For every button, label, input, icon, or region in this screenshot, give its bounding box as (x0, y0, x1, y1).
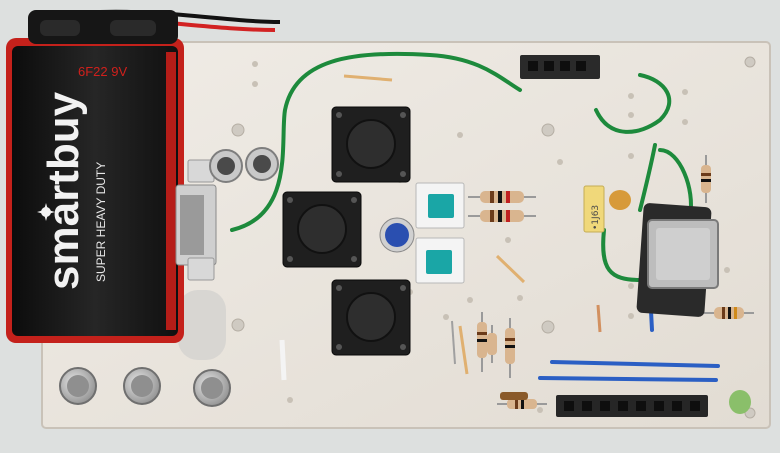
battery-tagline-label: SUPER HEAVY DUTY (94, 162, 108, 282)
crystal-marking: •1J63 (591, 205, 601, 230)
bottom-pin-header (556, 395, 708, 417)
ceramic-capacitor (609, 190, 631, 210)
green-capacitor (729, 390, 751, 414)
tactile-button-top (331, 106, 411, 183)
green-wires (230, 51, 693, 282)
top-pin-header (520, 55, 600, 79)
battery-star-icon (37, 203, 55, 221)
battery-9v: 6F22 9V smartbuy SUPER HEAVY DUTY (6, 10, 184, 343)
metal-standoffs (59, 367, 231, 407)
resistors (468, 155, 754, 409)
film-capacitor: •1J63 (583, 185, 605, 233)
electrolytic-capacitors (209, 147, 279, 183)
small-blue-button (379, 217, 415, 253)
small-components (279, 74, 602, 400)
switch-upper (415, 182, 465, 229)
switch-lower (415, 237, 465, 284)
tactile-button-bottom (331, 279, 411, 356)
crystal-oscillator (636, 203, 719, 317)
battery-clip (175, 159, 217, 281)
battery-model-label: 6F22 9V (78, 64, 127, 79)
tactile-button-middle (282, 191, 362, 268)
battery-brand-label: smartbuy (39, 91, 88, 290)
